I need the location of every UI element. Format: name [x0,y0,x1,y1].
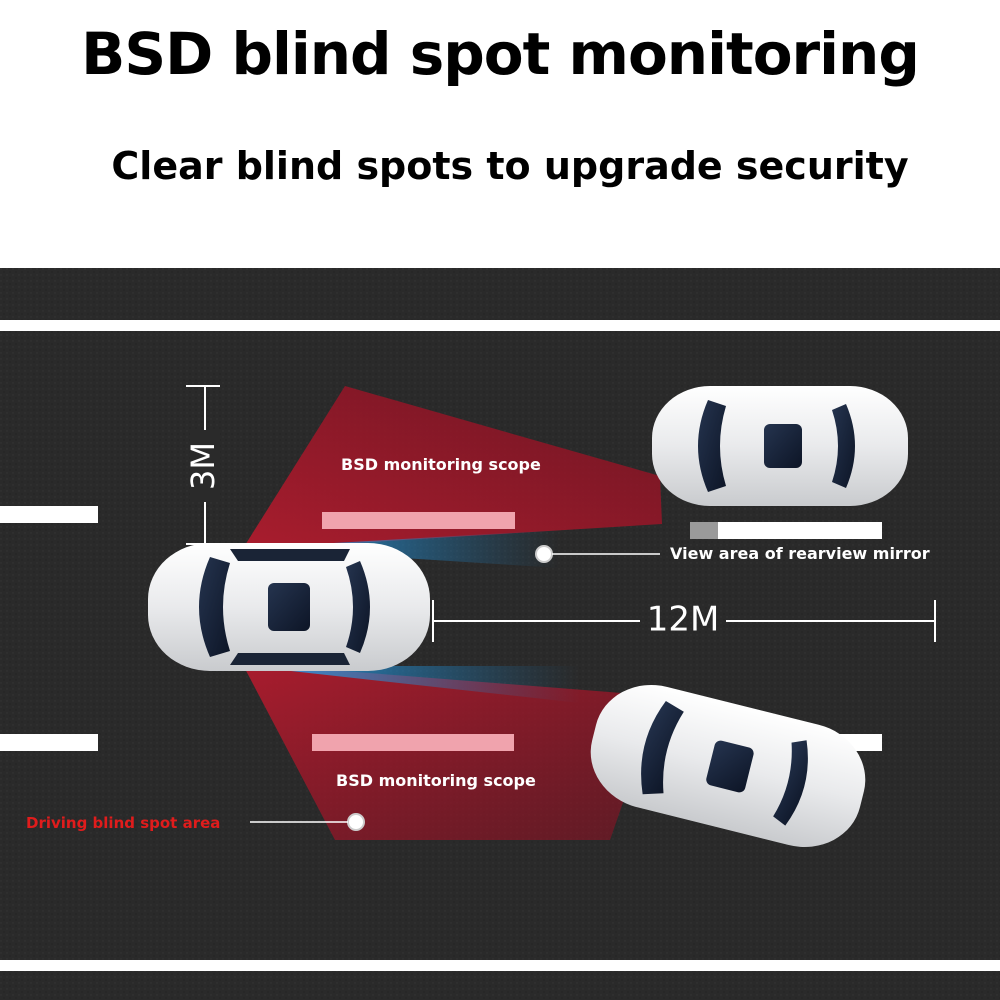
lane-dash [690,522,882,539]
adjacent-car-top [652,386,908,506]
ego-car [148,543,430,671]
lane-dash [0,734,98,751]
length-dimension [432,600,936,642]
road-surface [0,268,1000,1000]
lane-dash-shade [690,522,718,539]
lane-dash [0,506,98,523]
adjacent-car-bottom [590,684,866,848]
mirror-view-label: View area of rearview mirror [670,544,930,563]
mirror-view-marker [535,545,553,563]
lane-edge-bottom [0,960,1000,971]
header: BSD blind spot monitoring Clear blind sp… [0,0,1000,268]
bsd-scope-bottom-label: BSD monitoring scope [336,771,536,790]
width-dimension-label: 3M [184,442,222,490]
mirror-view-bottom [246,666,580,703]
lane-edge-top [0,320,1000,331]
bsd-scope-top [242,386,662,550]
zone-bar-bottom [312,734,514,751]
page-title: BSD blind spot monitoring [81,20,920,88]
bsd-scope-bottom [242,663,660,840]
road-diagram: 3M 12M BSD monitoring scope BSD monitori… [0,268,1000,1000]
zone-bar-top [322,512,515,529]
width-dimension [186,385,220,545]
blind-spot-marker [347,813,365,831]
page-subtitle: Clear blind spots to upgrade security [111,144,909,188]
bsd-scope-top-label: BSD monitoring scope [341,455,541,474]
mirror-view-top [246,530,560,568]
blind-spot-label: Driving blind spot area [26,814,220,832]
length-dimension-label: 12M [647,600,720,640]
